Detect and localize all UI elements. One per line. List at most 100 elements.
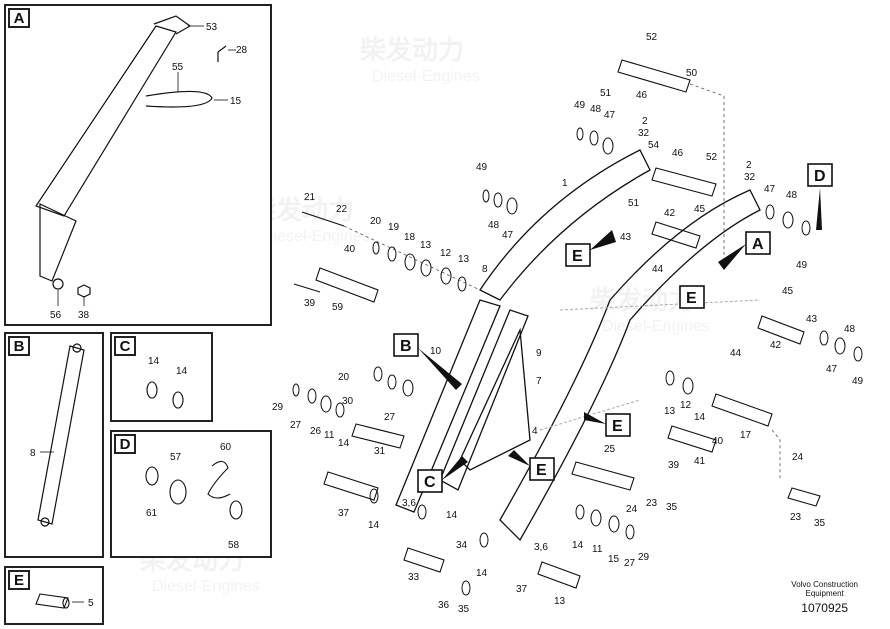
part-number-label: 47	[604, 110, 616, 121]
callout-box-e-1	[565, 243, 591, 267]
label-14-a: 14	[148, 356, 160, 367]
callout-box-c	[417, 469, 443, 493]
part-number-label: 52	[706, 152, 718, 163]
callout-e-1: E	[572, 248, 583, 265]
part-number-label: 59	[332, 302, 344, 313]
part-number-label: 35	[666, 502, 678, 513]
brand-line-1: Volvo Construction	[791, 580, 858, 589]
part-number-label: 35	[814, 518, 826, 529]
part-number-label: 23	[646, 498, 658, 509]
label-38: 38	[78, 310, 90, 321]
part-number-label: 48	[488, 220, 500, 231]
part-number-label: 12	[680, 400, 692, 411]
part-number-label: 27	[290, 420, 302, 431]
callout-box-a	[745, 231, 771, 255]
label-14-b: 14	[176, 366, 188, 377]
brand-line-2: Equipment	[805, 589, 844, 598]
part-number-label: 49	[574, 100, 586, 111]
part-number-label: 11	[324, 430, 335, 441]
panel-label-e: E	[8, 570, 30, 590]
panel-c-drawing: 14 14	[146, 356, 188, 409]
label-56: 56	[50, 310, 62, 321]
panel-label-a: A	[8, 8, 30, 28]
part-number-label: 43	[806, 314, 818, 325]
part-number-label: 13	[554, 596, 566, 607]
detail-panel-c: C 14 14	[110, 332, 213, 422]
callout-d: D	[814, 168, 826, 185]
part-number-label: 25	[604, 444, 616, 455]
part-number-label: 40	[712, 436, 724, 447]
panel-d-drawing: 60 57 61 58	[145, 442, 243, 551]
part-number-label: 32	[744, 172, 756, 183]
callout-box-e-4	[529, 457, 555, 481]
label-55: 55	[172, 62, 184, 73]
part-number-label: 44	[730, 348, 742, 359]
callout-e-4: E	[536, 462, 547, 479]
part-number-label: 49	[852, 376, 864, 387]
part-number-label: 27	[624, 558, 636, 569]
part-number-label: 32	[638, 128, 650, 139]
detail-panel-b: B 8	[4, 332, 104, 558]
panel-e-drawing: 5	[35, 593, 94, 609]
part-number-label: 20	[338, 372, 350, 383]
part-number-label: 33	[408, 572, 420, 583]
detail-panel-d: D 60 57 61 58	[110, 430, 272, 558]
part-number-label: 37	[516, 584, 528, 595]
part-number-label: 34	[456, 540, 468, 551]
label-15: 15	[230, 96, 242, 107]
panel-label-b: B	[8, 336, 30, 356]
callout-box-b	[393, 333, 419, 357]
part-number-label: 4	[532, 426, 538, 437]
part-number-label: 44	[652, 264, 664, 275]
part-number-label: 3,6	[402, 498, 416, 509]
part-number-label: 11	[592, 544, 603, 555]
part-number-label: 46	[672, 148, 684, 159]
part-number-label: 23	[790, 512, 802, 523]
part-number-label: 50	[686, 68, 698, 79]
part-number-label: 48	[786, 190, 798, 201]
callout-e-2: E	[686, 290, 697, 307]
part-number-label: 24	[792, 452, 804, 463]
part-number-label: 2	[642, 116, 648, 127]
part-number-label: 13	[420, 240, 432, 251]
label-58: 58	[228, 540, 240, 551]
part-number-label: 40	[344, 244, 356, 255]
part-number-label: 31	[374, 446, 386, 457]
label-57: 57	[170, 452, 182, 463]
part-number-label: 39	[668, 460, 680, 471]
footer: Volvo Construction Equipment 1070925	[791, 580, 858, 615]
part-number-label: 36	[438, 600, 450, 611]
part-number-label: 19	[388, 222, 400, 233]
label-61: 61	[146, 508, 158, 519]
part-number-label: 30	[342, 396, 354, 407]
part-number-label: 14	[694, 412, 706, 423]
part-number-label: 49	[476, 162, 488, 173]
callout-c: C	[424, 474, 436, 491]
panel-a-drawing: 53 28 55 15 56 38	[35, 15, 248, 321]
part-number-label: 14	[476, 568, 488, 579]
part-number-label: 26	[310, 426, 322, 437]
callout-a: A	[752, 236, 764, 253]
part-number-label: 42	[770, 340, 782, 351]
callout-box-d	[807, 163, 833, 187]
part-number-label: 51	[600, 88, 612, 99]
callout-box-e-3	[605, 413, 631, 437]
part-number-label: 47	[764, 184, 776, 195]
part-number-label: 20	[370, 216, 382, 227]
part-number-label: 14	[446, 510, 458, 521]
part-number-label: 35	[458, 604, 470, 615]
part-number-label: 14	[572, 540, 584, 551]
part-number-label: 14	[338, 438, 350, 449]
part-number-label: 52	[646, 32, 658, 43]
part-number-label: 3,6	[534, 542, 548, 553]
panel-label-c: C	[114, 336, 136, 356]
detail-panel-a: A 53 28 55 15 56 38	[4, 4, 272, 326]
part-number-label: 54	[648, 140, 660, 151]
callout-e-3: E	[612, 418, 623, 435]
part-number-label: 39	[304, 298, 316, 309]
part-number-label: 9	[536, 348, 542, 359]
part-number-label: 49	[796, 260, 808, 271]
panel-label-d: D	[114, 434, 136, 454]
label-5: 5	[88, 598, 94, 609]
part-number-label: 45	[694, 204, 706, 215]
